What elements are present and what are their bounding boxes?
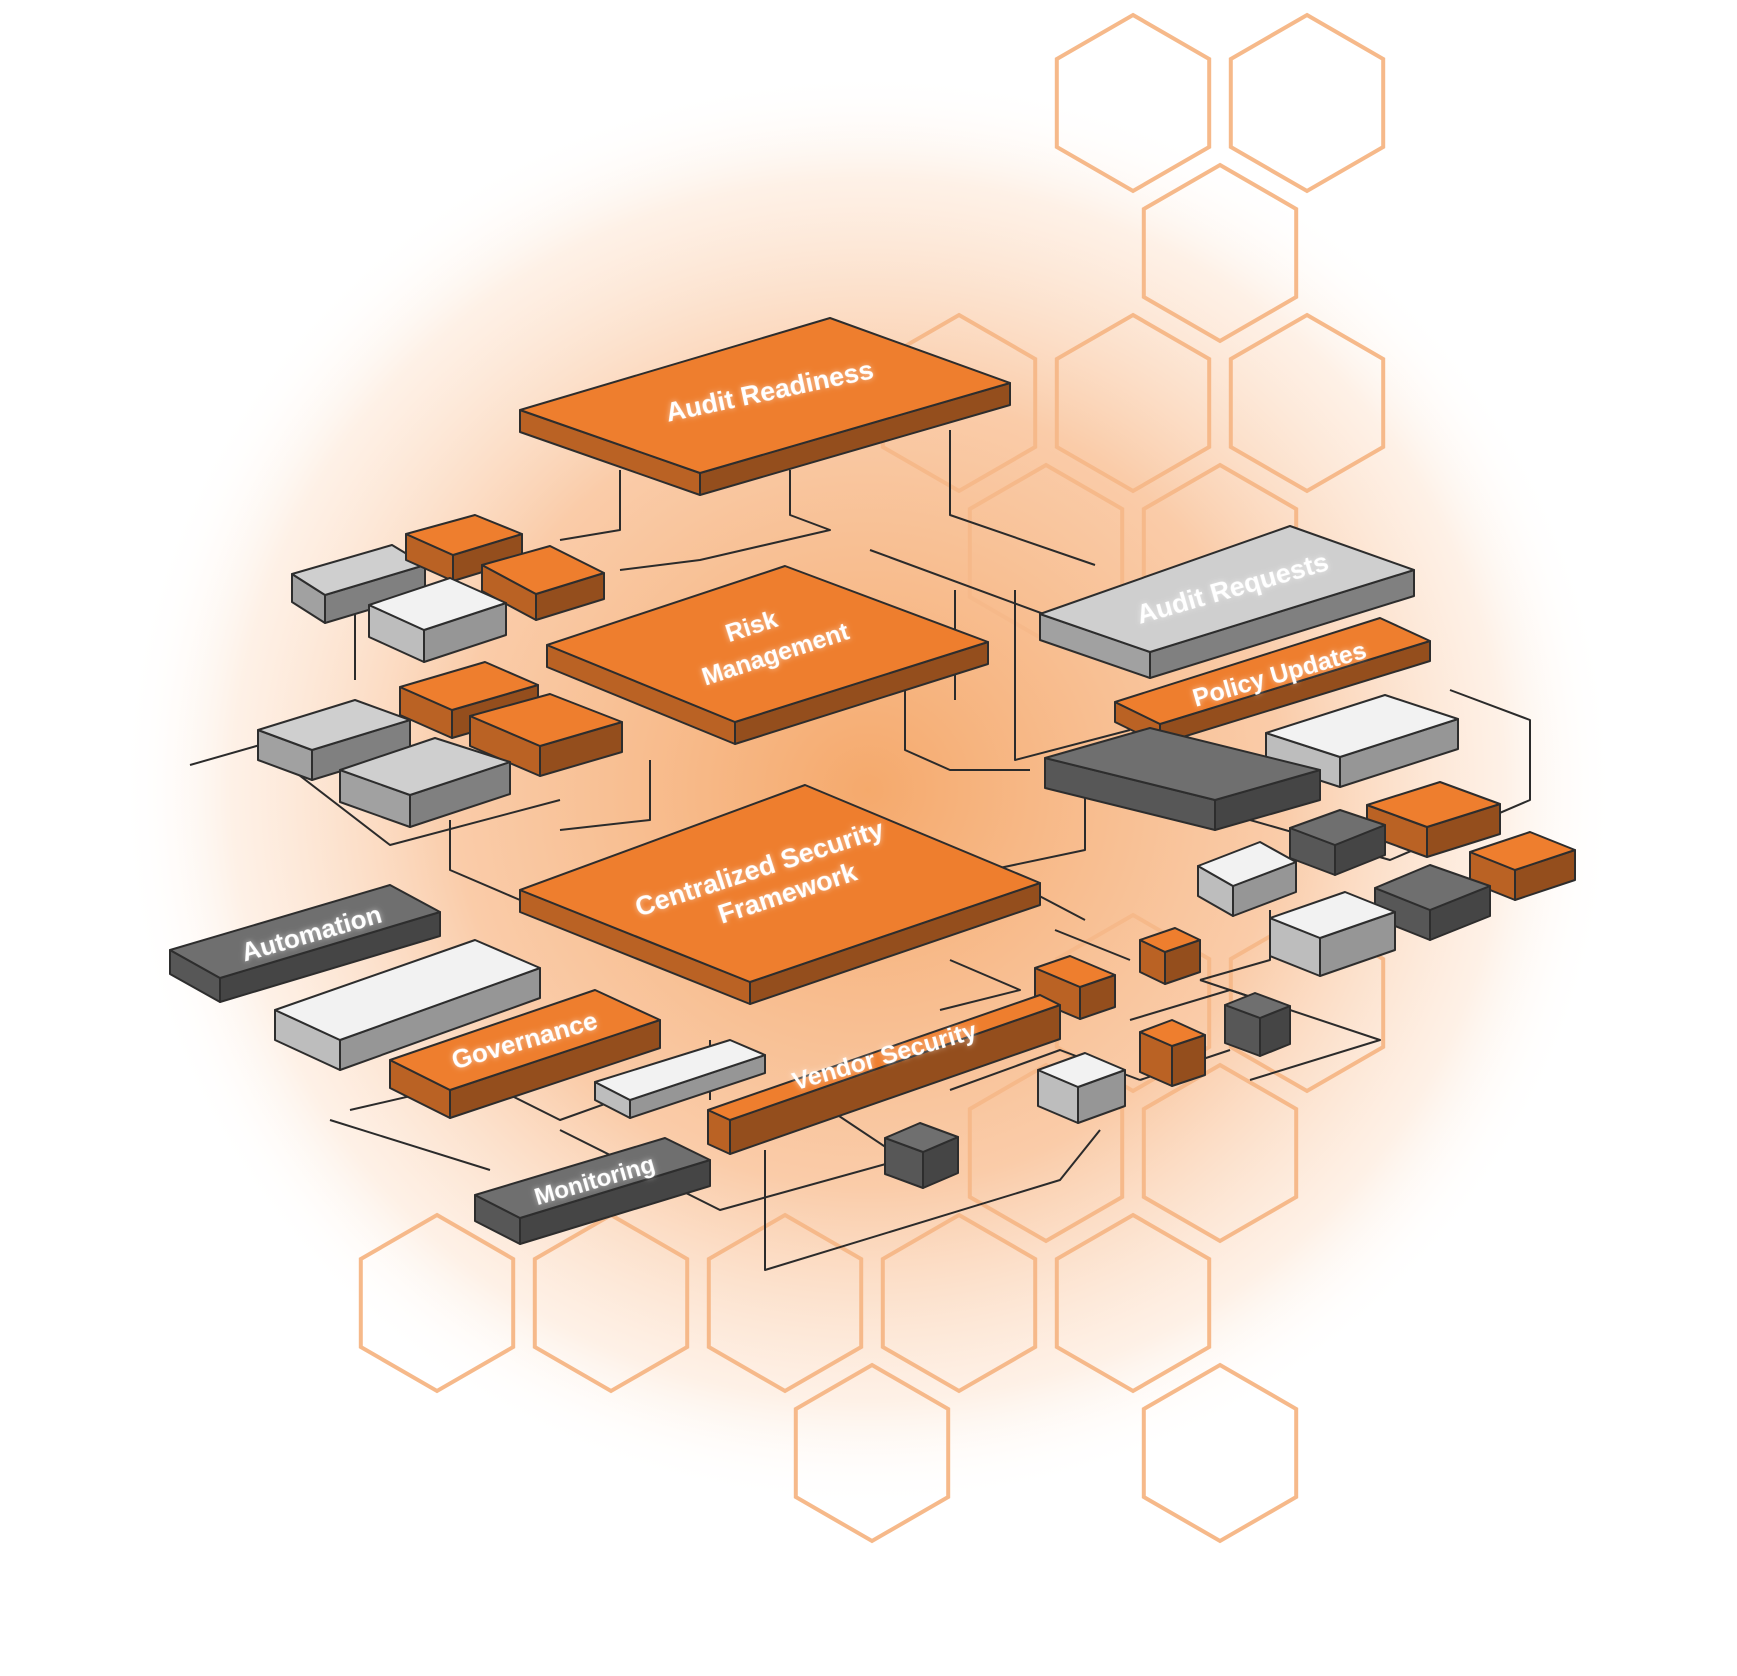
hexagon-outline [1054,312,1212,494]
block-small-orange-7 [1139,1019,1206,1087]
block-small-gray-2-face [1289,809,1386,846]
block-orange-mid-2-face [469,693,623,747]
block-audit-requests [1039,525,1415,679]
block-monitoring [474,1137,711,1245]
block-small-orange-6 [1034,955,1116,1020]
block-vendor-security-face [707,994,1061,1121]
block-small-white-1 [368,577,507,663]
hexagon-outline [1141,1062,1299,1244]
block-small-orange-4 [1469,831,1576,901]
block-white-right-face [1265,694,1459,758]
block-white-center [594,1039,766,1119]
block-gray-mid-1 [257,699,411,781]
hexagon-pattern [358,12,1386,1544]
block-small-orange-7-face [1139,1019,1206,1047]
block-small-orange-2-face [481,545,605,595]
block-small-white-4 [1037,1052,1126,1124]
block-orange-mid-2 [469,693,623,777]
block-centralized-security-framework [519,784,1041,1005]
block-governance [389,989,661,1119]
block-monitoring-face [474,1137,711,1219]
hexagon-outline [1054,1212,1212,1394]
block-small-orange-3-face [1366,781,1501,828]
block-white-left-face [274,939,541,1041]
hexagon-outline [358,1212,516,1394]
block-small-white-4-face [1037,1052,1126,1088]
block-audit-requests-face [1039,525,1415,653]
hexagon-outline [793,1362,951,1544]
block-small-orange-5-face [1139,927,1201,953]
blocks-layer [169,317,1576,1245]
hexagon-outline [1141,1362,1299,1544]
block-audit-readiness [519,317,1011,496]
block-risk-management-face [546,565,989,723]
block-small-orange-3 [1366,781,1501,858]
block-orange-mid-1-face [399,661,539,711]
hexagon-outline [1228,912,1386,1094]
hexagon-outline [1228,12,1386,194]
block-centralized-security-framework-face [519,784,1041,983]
hexagon-outline [880,1212,1038,1394]
block-small-white-2 [1197,841,1297,917]
block-small-gray-3-face [1374,864,1491,911]
block-small-white-2-face [1197,841,1297,887]
block-risk-management [546,565,989,745]
hexagon-outline [1054,12,1212,194]
block-small-white-3 [1269,891,1396,977]
hexagon-outline [706,1212,864,1394]
block-audit-readiness-face [519,317,1011,474]
block-small-orange-1-face [405,514,523,556]
hexagon-outline [967,1062,1125,1244]
block-white-center-face [594,1039,766,1101]
block-small-gray-5-face [884,1122,959,1153]
hexagon-outline [1228,312,1386,494]
block-small-gray-3 [1374,864,1491,941]
block-small-orange-2 [481,545,605,621]
block-white-left [274,939,541,1071]
block-vendor-security [707,994,1061,1155]
block-dark-right [1044,727,1321,831]
block-small-white-3-face [1269,891,1396,939]
block-automation-face [169,884,441,979]
hexagon-outline [532,1212,690,1394]
block-gray-mid-2 [339,737,511,828]
block-policy-updates-face [1114,617,1431,725]
block-gray-mid-2-face [339,737,511,796]
block-small-gray-4-face [1224,992,1291,1019]
block-governance-face [389,989,661,1091]
block-small-orange-4-face [1469,831,1576,871]
block-small-orange-5 [1139,927,1201,985]
block-small-gray-5 [884,1122,959,1189]
block-small-gray-4 [1224,992,1291,1057]
block-dark-right-face [1044,727,1321,801]
block-automation [169,884,441,1003]
block-white-right [1265,694,1459,788]
hexagon-outline [1054,912,1212,1094]
block-small-orange-6-face [1034,955,1116,988]
block-small-white-1-face [368,577,507,631]
hexagon-outline [1141,162,1299,344]
block-small-gray-2 [1289,809,1386,876]
background-glow [118,70,1618,1510]
